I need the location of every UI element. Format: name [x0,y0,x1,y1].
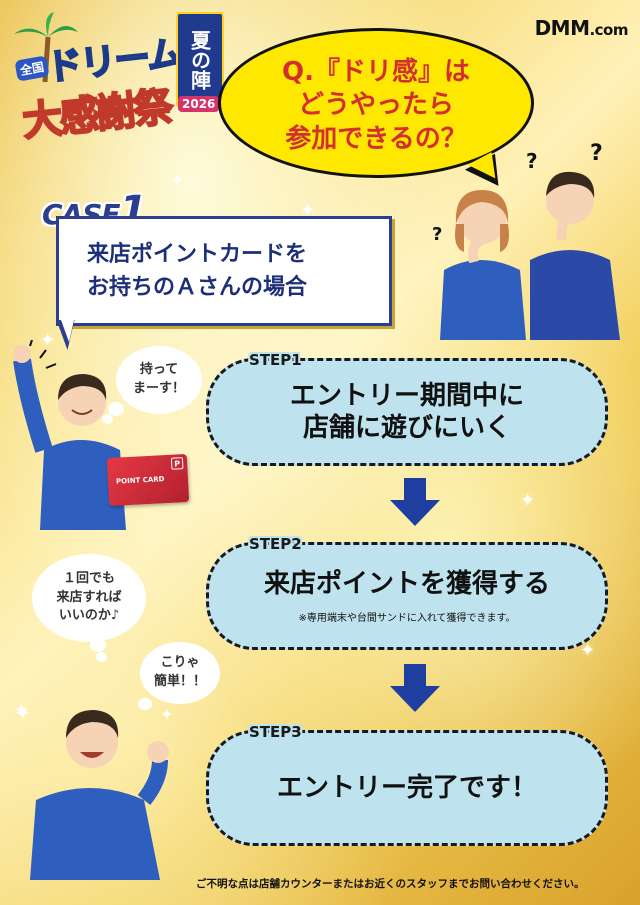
banner-text: 夏の陣 [187,30,212,90]
bubble-dot [104,416,111,422]
confused-couple-illustration: ? ? ? [432,141,620,340]
step-2-panel: STEP2 来店ポイントを獲得する ※専用端末や台間サンドに入れて獲得できます。 [206,535,608,650]
step-1-text: エントリー期間中に 店舗に遊びにいく [290,380,524,445]
bubble-line: 来店すれば [56,589,122,605]
bubble-dot [98,654,105,660]
speech-bubble-easy: こりゃ簡単！！ [142,644,218,702]
sparkle-icon: ✦ [300,200,316,221]
summer-banner: 夏の陣 [176,12,224,108]
step-line: エントリー期間中に [289,380,524,411]
svg-text:?: ? [432,224,442,245]
step-1-label: STEP1 [249,351,302,369]
step-2-note: ※専用端末や台間サンドに入れて獲得できます。 [298,612,516,624]
question-line: 参加できるの？ [285,123,467,154]
case-description: 来店ポイントカードを お持ちのＡさんの場合 [87,238,307,304]
question-line: Q.『ドリ感』は [282,57,470,88]
case-line: お持ちのＡさんの場合 [87,275,308,300]
step-line: 店舗に遊びにいく [302,413,511,443]
svg-text:✦: ✦ [14,701,31,725]
bubble-dot [140,700,150,708]
sparkle-icon: ✦ [520,490,536,511]
down-arrow-icon [390,664,440,712]
step-3-text: エントリー完了です！ [276,772,537,803]
bubble-line: こりゃ [160,655,200,671]
speech-bubble-having: 持ってまーす！ [118,348,200,412]
happy-man-illustration: ✦ ✦ [14,701,173,880]
bubble-line: いいのか♪ [58,608,120,624]
event-logo: 全国 ドリーム 大感謝祭 夏の陣 2026 [8,12,228,162]
step-2-label: STEP2 [249,535,302,553]
bubble-line: 持って [139,362,179,378]
sparkle-icon: ✦ [170,170,186,191]
bubble-line: 簡単！！ [153,674,206,689]
bubble-dot [110,404,122,414]
sparkle-icon: ✦ [40,330,56,351]
question-text: Q.『ドリ感』は どうやったら 参加できるの？ [282,50,470,156]
step-1-panel: STEP1 エントリー期間中に 店舗に遊びにいく [206,351,608,466]
sparkle-icon: ✦ [14,700,30,721]
footer-note: ご不明な点は店舗カウンターまたはお近くのスタッフまでお問い合わせください。 [196,878,585,890]
case-line: 来店ポイントカードを [87,242,308,267]
question-bubble: Q.『ドリ感』は どうやったら 参加できるの？ [218,28,534,178]
bubble-line: １回でも [62,570,115,586]
speech-bubble-question: １回でも 来店すれば いいのか♪ [34,556,144,640]
step-3-panel: STEP3 エントリー完了です！ [206,723,608,846]
card-p-mark: P [170,457,184,470]
case-box: 来店ポイントカードを お持ちのＡさんの場合 [56,216,392,326]
question-line: どうやったら [297,90,454,121]
brand-logo: DMM.com [534,16,629,40]
banner-year: 2026 [178,96,220,112]
brand-name: DMM [534,16,590,40]
down-arrow-icon [390,478,440,526]
brand-suffix: .com [589,21,628,39]
card-label: POINT CARD [115,475,165,486]
bubble-line: まーす！ [132,381,185,396]
svg-text:?: ? [590,141,603,166]
step-2-text: 来店ポイントを獲得する [263,569,550,600]
point-card-image: P POINT CARD [106,453,190,507]
man-with-card-illustration [13,340,126,530]
step-3-label: STEP3 [249,723,302,741]
svg-text:✦: ✦ [160,705,173,724]
logo-sub-text: 大感謝祭 [19,83,173,146]
bubble-dot [92,640,104,650]
svg-text:?: ? [526,149,538,173]
sparkle-icon: ✦ [580,640,596,661]
